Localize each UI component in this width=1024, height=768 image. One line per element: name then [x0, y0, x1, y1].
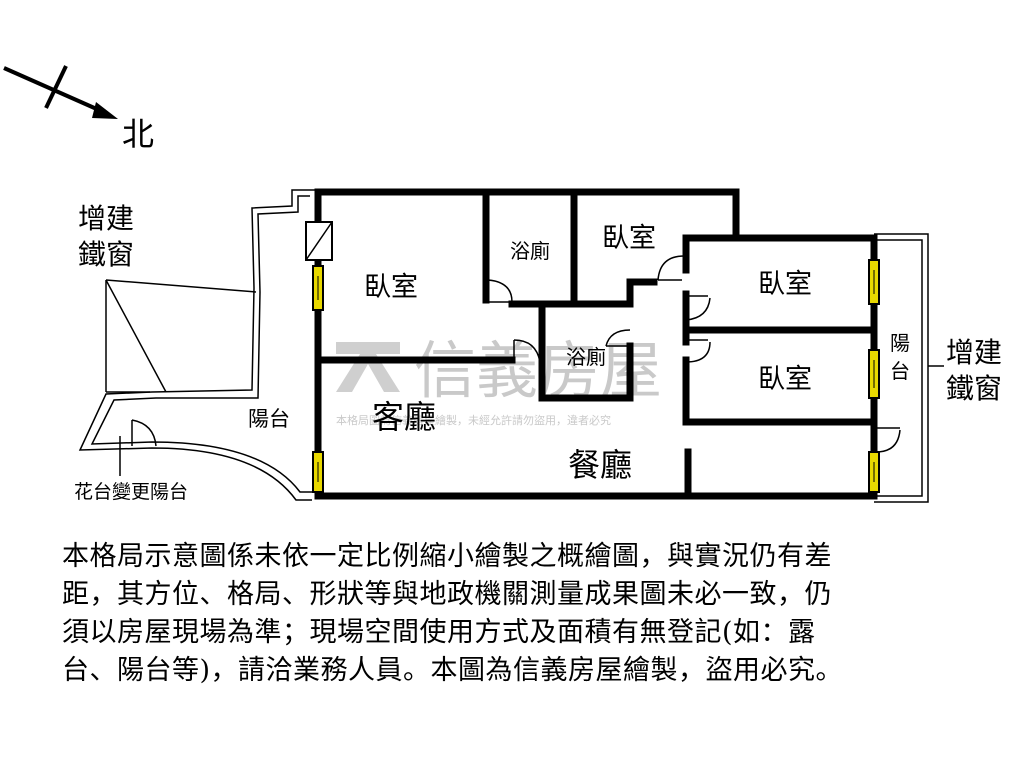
window-frames — [317, 270, 875, 482]
room-bath-b: 浴廁 — [566, 345, 606, 369]
left-addition-line2: 鐵窗 — [78, 238, 134, 271]
left-extension-outline — [78, 189, 316, 501]
disclaimer-line: 台、陽台等)，請洽業務人員。本圖為信義房屋繪製，盜用必究。 — [62, 655, 844, 686]
right-addition-line1: 增建 — [946, 336, 1002, 369]
extension-door-icon — [131, 419, 157, 447]
room-balcony-left: 陽台 — [248, 407, 290, 431]
disclaimer: 本格局示意圖係未依一定比例縮小繪製之概繪圖，與實況仍有差 距，其方位、格局、形狀… — [62, 538, 942, 690]
watermark-logo-icon — [336, 342, 400, 392]
watermark-notice: 本格局圖為信義房屋繪製，未經允許請勿盜用，違者必究 — [336, 413, 611, 427]
living-balcony-door-icon — [315, 396, 321, 446]
room-balcony-right-1: 陽 — [890, 331, 910, 355]
right-balcony-outline — [874, 233, 929, 503]
left-addition-line1: 增建 — [78, 202, 134, 235]
room-bedroom-d: 臥室 — [758, 364, 812, 395]
room-bath-a: 浴廁 — [510, 239, 550, 263]
room-living: 客廳 — [372, 398, 436, 436]
iron-window-hatch — [105, 279, 257, 393]
compass-label: 北 — [122, 115, 154, 153]
right-addition-line2: 鐵窗 — [946, 372, 1002, 405]
disclaimer-line: 距，其方位、格局、形狀等與地政機關測量成果圖未必一致，仍 — [62, 579, 832, 610]
room-bedroom-b: 臥室 — [602, 223, 656, 254]
duct-icon — [305, 221, 333, 261]
room-bedroom-a: 臥室 — [364, 272, 418, 303]
door-swings — [487, 255, 901, 453]
room-dining: 餐廳 — [568, 446, 632, 484]
planter-change-label: 花台變更陽台 — [74, 481, 188, 503]
disclaimer-line: 本格局示意圖係未依一定比例縮小繪製之概繪圖，與實況仍有差 — [62, 541, 832, 572]
room-bedroom-c: 臥室 — [758, 269, 812, 300]
north-arrow-icon — [3, 65, 118, 119]
room-balcony-right-2: 台 — [890, 359, 910, 383]
disclaimer-line: 須以房屋現場為準；現場空間使用方式及面積有無登記(如：露 — [62, 617, 816, 648]
